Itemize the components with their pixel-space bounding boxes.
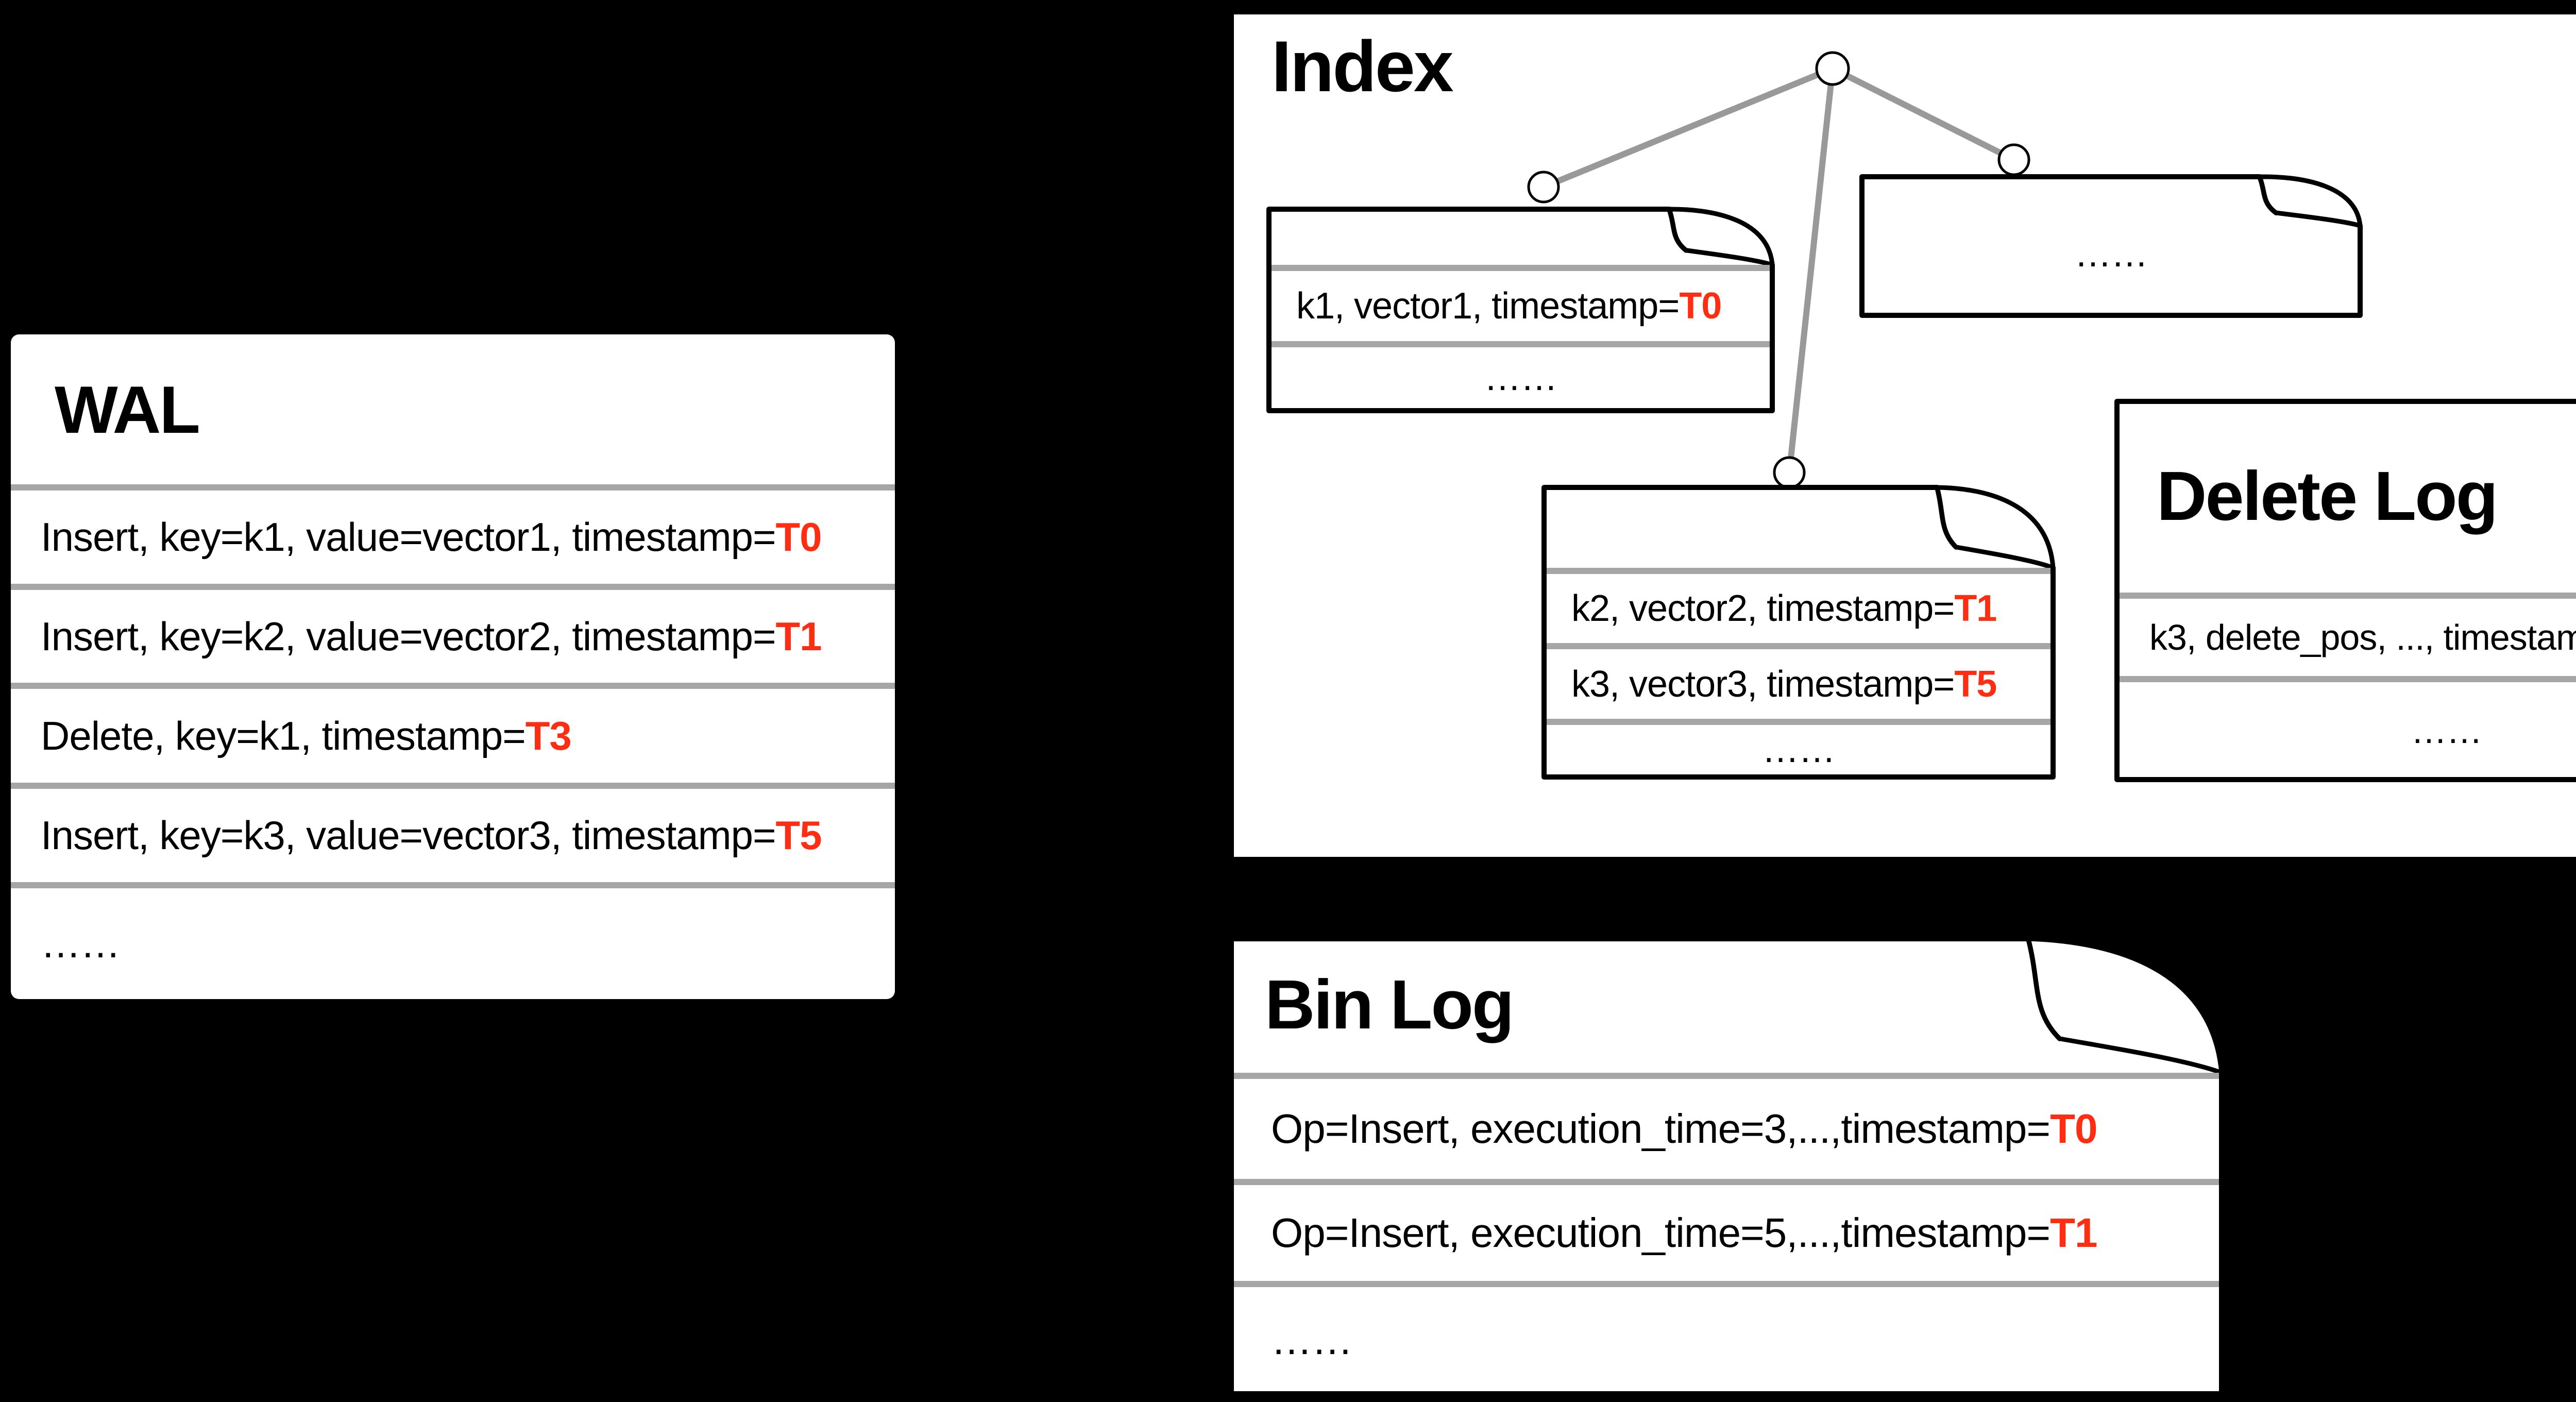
wal-title: WAL [55, 371, 200, 447]
wal-row-text: Insert, key=k3, value=vector3, timestamp… [41, 813, 776, 858]
tree-node-circle-group [1527, 51, 2030, 489]
folded-corner-icon [1935, 485, 2056, 570]
segment-row: k3, vector3, timestamp=T5 [1547, 643, 2050, 719]
ellipsis-text: …… [1762, 729, 1836, 770]
index-segment-file-more: …… [1859, 174, 2363, 318]
bin-log-row: Op=Insert, execution_time=5,...,timestam… [1234, 1179, 2219, 1281]
ellipsis-text: …… [1271, 1317, 1353, 1363]
segment-row-ellipsis: …… [1865, 195, 2358, 313]
wal-row-text: Insert, key=k1, value=vector1, timestamp… [41, 514, 776, 560]
segment-row-text: k1, vector1, timestamp= [1296, 285, 1680, 327]
timestamp-value: T5 [775, 813, 822, 858]
index-segment-file-k2-k3: k2, vector2, timestamp=T1 k3, vector3, t… [1541, 485, 2056, 780]
bin-log-row: Op=Insert, execution_time=3,...,timestam… [1234, 1073, 2219, 1179]
segment-row: k1, vector1, timestamp=T0 [1272, 265, 1770, 341]
bin-log-row-text: Op=Insert, execution_time=5,...,timestam… [1271, 1210, 2050, 1256]
wal-row-text: Insert, key=k2, value=vector2, timestamp… [41, 613, 776, 659]
timestamp-value: T0 [2050, 1106, 2097, 1152]
timestamp-value: T1 [775, 613, 822, 659]
folded-corner-icon [2026, 936, 2224, 1075]
tree-connector-lines [1542, 65, 2015, 473]
timestamp-value: T0 [1679, 285, 1722, 327]
bin-log-row-ellipsis: …… [1234, 1281, 2219, 1393]
bin-log-title: Bin Log [1265, 966, 1514, 1043]
timestamp-value: T1 [1954, 588, 1997, 629]
delete-log-title: Delete Log [2157, 457, 2498, 535]
timestamp-value: T3 [525, 713, 572, 758]
delete-log-box: Delete Log k3, delete_pos, ..., timestam… [2114, 399, 2576, 782]
segment-row-text: k3, vector3, timestamp= [1571, 663, 1955, 705]
ellipsis-text: …… [2411, 711, 2483, 751]
tree-node-circle-middle [1773, 456, 1806, 489]
delete-log-row: k3, delete_pos, ..., timestamp=T3 [2120, 593, 2576, 676]
tree-node-circle-left [1527, 171, 1560, 204]
wal-box: WAL Insert, key=k1, value=vector1, times… [11, 334, 895, 999]
wal-row: Insert, key=k1, value=vector1, timestamp… [11, 484, 895, 584]
index-panel: Index k1, vector1, timestamp=T0 …… …… k2… [1234, 14, 2576, 857]
tree-node-circle-right [1997, 143, 2030, 176]
folded-corner-icon [1667, 207, 1775, 267]
tree-node-circle-root [1815, 51, 1850, 86]
ellipsis-text: …… [2074, 233, 2148, 275]
file-page-shape [1541, 485, 2056, 780]
bin-log-box: Bin Log Op=Insert, execution_time=3,...,… [1229, 936, 2224, 1396]
index-segment-file-k1: k1, vector1, timestamp=T0 …… [1266, 207, 1775, 413]
ellipsis-text: …… [41, 921, 121, 966]
wal-row-text: Delete, key=k1, timestamp= [41, 713, 526, 758]
timestamp-value: T5 [1954, 663, 1997, 705]
folded-corner-icon [2257, 174, 2363, 228]
file-page-shape [1859, 174, 2363, 318]
file-page-shape [2114, 399, 2576, 782]
index-tree [1527, 51, 2030, 489]
delete-log-row-text: k3, delete_pos, ..., timestamp= [2149, 617, 2576, 657]
index-title: Index [1272, 26, 1454, 107]
file-page-shape [1229, 936, 2224, 1396]
bin-log-row-text: Op=Insert, execution_time=3,...,timestam… [1271, 1106, 2050, 1152]
wal-row-ellipsis: …… [11, 882, 895, 999]
segment-row-text: k2, vector2, timestamp= [1571, 588, 1955, 629]
ellipsis-text: …… [1484, 357, 1558, 398]
timestamp-value: T0 [775, 514, 822, 560]
segment-row-ellipsis: …… [1547, 719, 2050, 774]
segment-row: k2, vector2, timestamp=T1 [1547, 568, 2050, 643]
wal-row: Insert, key=k2, value=vector2, timestamp… [11, 584, 895, 683]
segment-row-ellipsis: …… [1272, 341, 1770, 408]
timestamp-value: T1 [2050, 1210, 2097, 1256]
file-page-shape [1266, 207, 1775, 413]
delete-log-row-ellipsis: …… [2120, 676, 2576, 779]
wal-row: Insert, key=k3, value=vector3, timestamp… [11, 783, 895, 882]
wal-row: Delete, key=k1, timestamp=T3 [11, 683, 895, 783]
